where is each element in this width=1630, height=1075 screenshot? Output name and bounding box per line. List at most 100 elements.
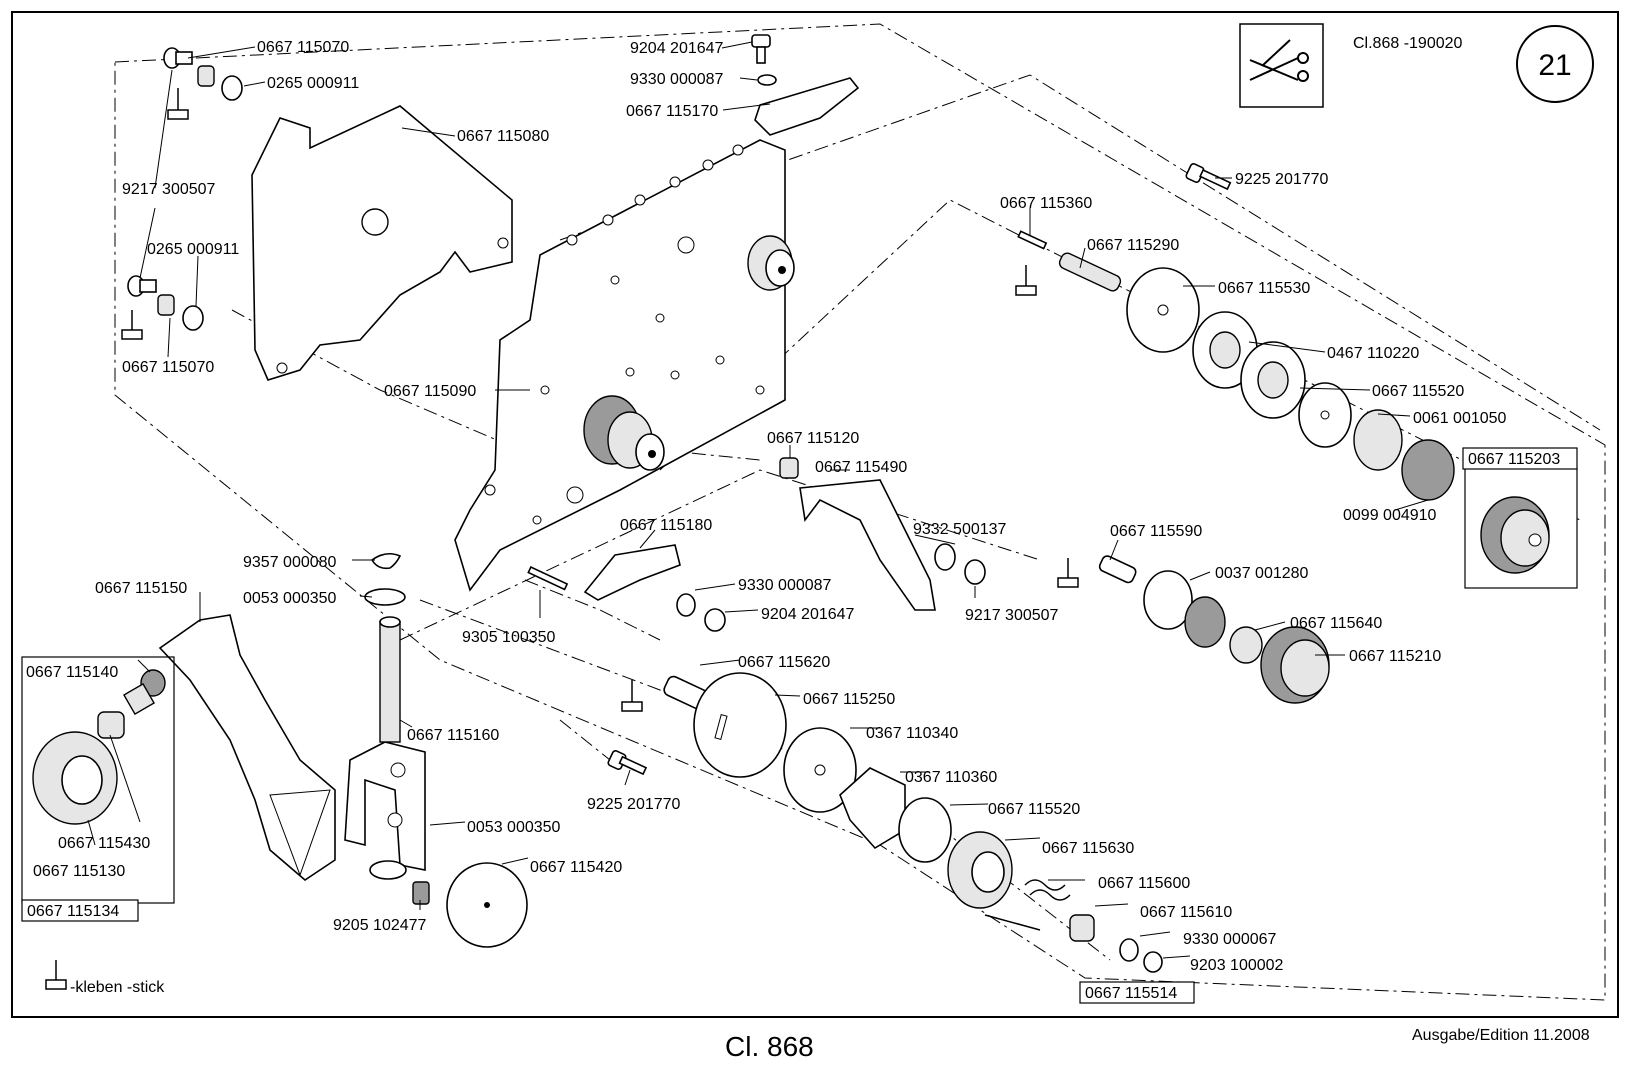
- edition-date: Ausgabe/Edition 11.2008: [1412, 1027, 1590, 1044]
- washer-0053-000350-bot: [369, 860, 407, 880]
- plate-hole: [361, 208, 389, 236]
- label-0667-115250: 0667 115250: [803, 691, 895, 708]
- label-box-0667-115203: [1462, 447, 1578, 470]
- shaft-0667-115160: [379, 621, 401, 743]
- page-number-circle: [1516, 25, 1594, 103]
- label-9330-000087-mid: 9330 000087: [738, 577, 832, 594]
- mounting-plate-0667-115080: [251, 105, 513, 381]
- label-0667-115180: 0667 115180: [620, 517, 712, 534]
- plate-hole: [276, 362, 288, 374]
- bushing-0667-115610: [1069, 914, 1095, 942]
- label-0053-000350-bot: 0053 000350: [467, 819, 561, 836]
- label-9330-000087-top: 9330 000087: [630, 71, 724, 88]
- disc-0037-001280-b: [1184, 596, 1226, 648]
- lever-0667-115150: [158, 614, 336, 882]
- glue-brush-icon: [45, 960, 67, 990]
- scissors-icon: [1249, 39, 1309, 82]
- label-9225-201770-bot: 9225 201770: [587, 796, 681, 813]
- spring-0367-110360: [839, 767, 906, 850]
- main-plate-0667-115090: [454, 139, 786, 592]
- tension-unit-middle: [583, 395, 665, 471]
- bracket-pivot: [344, 741, 426, 871]
- glue-brush-icon: [621, 680, 643, 712]
- spacer-0667-115070-top: [197, 65, 215, 87]
- label-0367-110360: 0367 110360: [905, 769, 997, 786]
- label-0667-115070-top: 0667 115070: [257, 39, 349, 56]
- clip-9357-000080: [370, 552, 402, 570]
- label-9204-201647-top: 9204 201647: [630, 40, 724, 57]
- label-0667-115134: 0667 115134: [27, 903, 119, 920]
- nut-0061-001050: [1353, 409, 1403, 471]
- label-0667-115430: 0667 115430: [58, 835, 150, 852]
- label-0667-115210: 0667 115210: [1349, 648, 1441, 665]
- label-9332-500137: 9332 500137: [913, 521, 1007, 538]
- label-0367-110340: 0367 110340: [866, 725, 958, 742]
- screw-9203-100002: [1143, 951, 1163, 973]
- label-9330-000067: 9330 000067: [1183, 931, 1277, 948]
- screw-9204-201647-mid: [704, 608, 726, 632]
- glue-brush-icon: [167, 88, 189, 120]
- bushing-0667-115120: [779, 457, 799, 479]
- stud-0667-115590: [1098, 555, 1137, 584]
- spring-0667-115290: [1058, 252, 1122, 292]
- washer-9330-000087-mid: [676, 593, 696, 617]
- label-0667-115170: 0667 115170: [626, 103, 718, 120]
- stud-9217-300507-right: [964, 559, 986, 585]
- label-9305-100350: 9305 100350: [462, 629, 556, 646]
- insert-0667-115430: [97, 711, 125, 739]
- glue-brush-icon: [1057, 558, 1079, 588]
- label-0053-000350-top: 0053 000350: [243, 590, 337, 607]
- screw-9225-201770-bot: [607, 749, 648, 776]
- screw-0667-115140: [123, 669, 166, 715]
- label-0667-115530: 0667 115530: [1218, 280, 1310, 297]
- scissors-box: [1239, 23, 1324, 108]
- knob-0667-115203: [1480, 496, 1550, 574]
- washer-0053-000350-top: [364, 588, 406, 606]
- knob-0667-115210: [1260, 626, 1330, 704]
- label-box-0667-115134: [21, 899, 139, 922]
- label-0265-000911-mid: 0265 000911: [147, 241, 239, 258]
- lever-0667-115490: [799, 479, 936, 611]
- label-0667-115120: 0667 115120: [767, 430, 859, 447]
- label-0099-004910: 0099 004910: [1343, 507, 1437, 524]
- collar-0667-115130: [32, 731, 118, 825]
- label-0667-115514: 0667 115514: [1085, 985, 1177, 1002]
- class-title: Cl. 868: [725, 1031, 814, 1062]
- stud-9217-300507-mid: [127, 275, 157, 297]
- washer-9332-500137: [934, 543, 956, 571]
- spring-0667-115600: [984, 879, 1071, 931]
- label-9357-000080: 9357 000080: [243, 554, 337, 571]
- label-0667-115360: 0667 115360: [1000, 195, 1092, 212]
- drawing-frame: [11, 11, 1619, 1018]
- washer-0667-115640: [1229, 626, 1263, 664]
- disc-0667-115520-bot: [898, 797, 952, 863]
- label-0667-115590: 0667 115590: [1110, 523, 1202, 540]
- label-0667-115600: 0667 115600: [1098, 875, 1190, 892]
- glue-brush-icon: [1015, 265, 1037, 296]
- glue-brush-icon: [121, 310, 143, 340]
- label-9217-300507-left: 9217 300507: [122, 181, 216, 198]
- label-0667-115150: 0667 115150: [95, 580, 187, 597]
- label-9225-201770-top: 9225 201770: [1235, 171, 1329, 188]
- label-0667-115490: 0667 115490: [815, 459, 907, 476]
- label-0667-115130: 0667 115130: [33, 863, 125, 880]
- pin-9305-100350: [527, 566, 569, 591]
- label-9203-100002: 9203 100002: [1190, 957, 1284, 974]
- disc-0037-001280-a: [1143, 570, 1193, 630]
- label-9205-102477: 9205 102477: [333, 917, 427, 934]
- label-box-0667-115514: [1079, 981, 1195, 1004]
- washer-9330-000067: [1119, 938, 1139, 962]
- washer-0265-000911-top: [221, 75, 243, 101]
- label-0667-115080: 0667 115080: [457, 128, 549, 145]
- label-0061-001050: 0061 001050: [1413, 410, 1507, 427]
- page-number: 21: [1538, 49, 1571, 82]
- label-0667-115420: 0667 115420: [530, 859, 622, 876]
- bracket-0667-115180: [583, 544, 681, 601]
- stud-9217-300507-top: [163, 47, 193, 69]
- washer-0265-000911-mid: [182, 305, 204, 331]
- plate-hole: [497, 237, 509, 249]
- label-0667-115640: 0667 115640: [1290, 615, 1382, 632]
- label-0667-115160: 0667 115160: [407, 727, 499, 744]
- label-0667-115203: 0667 115203: [1468, 451, 1560, 468]
